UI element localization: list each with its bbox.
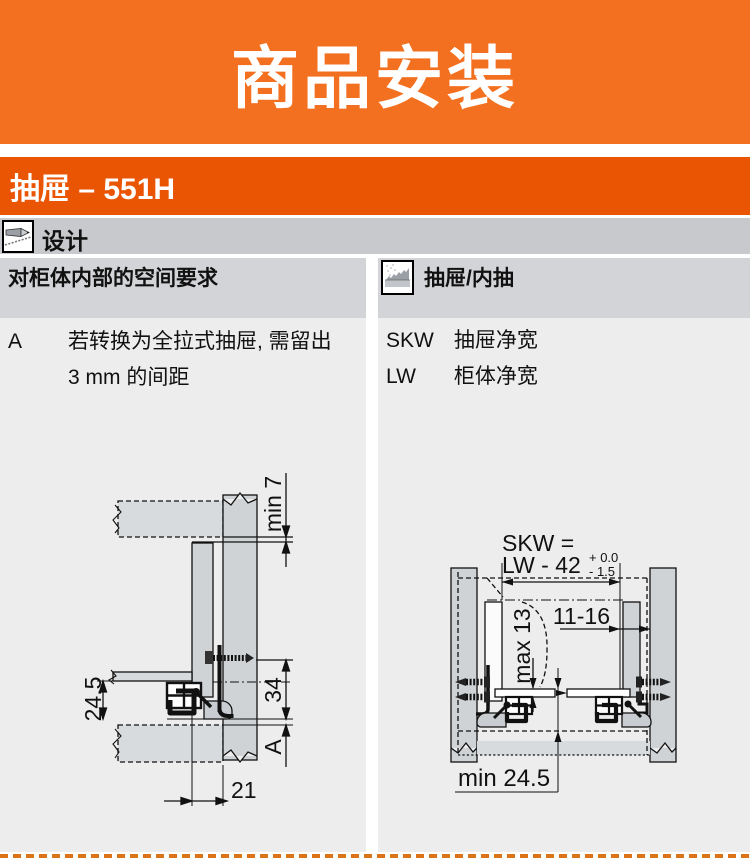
page-title: 商品安装: [230, 40, 519, 117]
note-text: 若转换为全拉式抽屉, 需留出 3 mm 的间距: [68, 324, 360, 396]
left-column-title: 对柜体内部的空间要求: [8, 267, 218, 290]
front-section-diagram: SKW = LW - 42 + 0.0 - 1.5 11-16 max 13 m…: [450, 530, 677, 793]
drawer-profile-icon: [381, 260, 414, 295]
bottom-dashed-divider: [0, 854, 750, 858]
dim-34-label: 34: [260, 677, 286, 703]
dim-min245-label: min 24.5: [458, 765, 550, 792]
pencil-drafting-icon: [2, 220, 34, 253]
dim-max13-label: max 13: [509, 608, 535, 683]
legend-label: 柜体净宽: [453, 365, 538, 388]
note-key: A: [8, 330, 23, 353]
legend-row-skw: SKW 抽屉净宽: [386, 324, 706, 354]
design-section-label: 设计: [42, 228, 88, 254]
dim-21-label: 21: [231, 777, 257, 803]
legend-abbr: LW: [386, 365, 416, 388]
dim-A-label: A: [260, 739, 286, 755]
right-column-header: 抽屉/内抽: [378, 258, 750, 318]
legend-label: 抽屉净宽: [453, 329, 538, 352]
design-section-bar: 设计: [0, 218, 750, 254]
right-column-title: 抽屉/内抽: [424, 267, 514, 290]
dim-min7-label: min 7: [260, 476, 286, 532]
dim-lw-formula-label: LW - 42: [502, 552, 581, 578]
legend-abbr: SKW: [386, 329, 434, 352]
tolerance-minus-label: - 1.5: [589, 564, 615, 579]
dim-1116-label: 11-16: [553, 603, 610, 629]
banner: 商品安装: [0, 0, 750, 144]
dim-245-label: 24.5: [80, 677, 106, 722]
product-strip: 抽屉 – 551H: [0, 157, 750, 215]
dim-skw-eq-label: SKW =: [502, 530, 574, 556]
note-line1: 若转换为全拉式抽屉, 需留出: [68, 330, 332, 353]
left-column: 对柜体内部的空间要求 A 若转换为全拉式抽屉, 需留出 3 mm 的间距: [0, 258, 366, 852]
side-section-diagram: min 7 24.5 34 A 21: [80, 473, 293, 806]
tolerance-plus-label: + 0.0: [589, 550, 618, 565]
product-name: 抽屉 – 551H: [10, 173, 176, 206]
note-line2: 3 mm 的间距: [68, 366, 190, 389]
legend-row-lw: LW 柜体净宽: [386, 360, 706, 390]
left-column-header: 对柜体内部的空间要求: [0, 258, 366, 318]
